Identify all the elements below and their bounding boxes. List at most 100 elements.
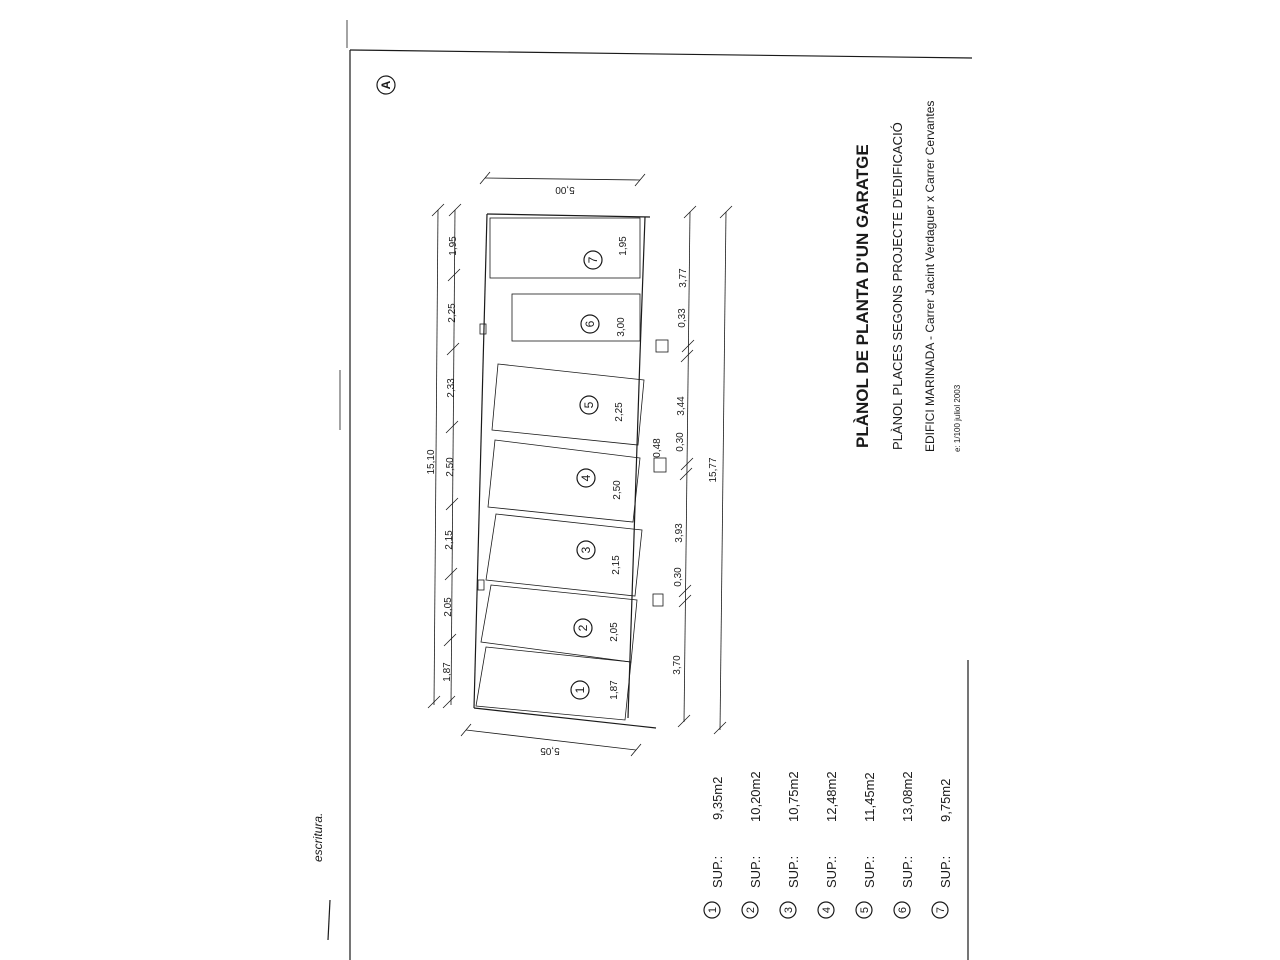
legend-area-5: 11,45m2 (862, 772, 877, 822)
legend-number-circle-1 (703, 901, 721, 919)
bottom-dim-5: 3,44 (676, 396, 687, 416)
plan-marker-letter: A (379, 80, 393, 89)
space-outline-4 (487, 439, 641, 523)
bottom-dim-4: 0,30 (675, 432, 686, 452)
legend-number-1: 1 (707, 907, 719, 913)
column-b (653, 457, 667, 473)
parking-space-5: 5 2,25 (491, 363, 645, 446)
plan-title: PLÀNOL DE PLANTA D'UN GARATGE (853, 144, 872, 448)
area-legend: 1 SUP.: 9,35m2 2 SUP.: 10,20m2 3 SUP.: 1… (703, 771, 953, 919)
top-chain-ticks (427, 203, 462, 709)
space-number-circle-5 (579, 395, 599, 415)
tick (680, 349, 694, 363)
plan-subtitle: PLÀNOL PLACES SEGONS PROJECTE D'EDIFICAC… (890, 122, 905, 450)
top-dim-2: 2,05 (443, 597, 454, 617)
depth-right-line (484, 177, 641, 181)
legend-number-circle-7 (931, 901, 949, 919)
building-address: EDIFICI MARINADA - Carrer Jacint Verdagu… (923, 101, 937, 452)
top-total: 15,10 (426, 449, 437, 474)
top-dim-1: 1,87 (442, 662, 453, 682)
space-width-7: 1,95 (618, 236, 629, 256)
tick (679, 467, 693, 481)
parking-space-3: 3 2,15 (485, 513, 643, 597)
tick (427, 695, 441, 709)
space-outline-1 (475, 646, 632, 721)
bottom-dim-3: 3,93 (674, 523, 685, 543)
space-number-circle-1 (570, 680, 590, 700)
legend-number-6: 6 (897, 907, 909, 913)
plan-marker-circle (376, 75, 396, 95)
top-chain-line (450, 209, 456, 706)
tick (431, 203, 445, 217)
tick (460, 723, 472, 737)
top-dim-4: 2,50 (445, 457, 456, 477)
space-width-2: 2,05 (609, 622, 620, 642)
tick (683, 205, 697, 219)
space-number-1: 1 (573, 686, 587, 693)
legend-area-2: 10,20m2 (748, 771, 763, 822)
legend-row-3: 3 SUP.: 10,75m2 (779, 771, 801, 919)
back-wall (473, 213, 488, 709)
tick (634, 173, 646, 187)
space-outline-2 (480, 584, 638, 663)
legend-prefix-3: SUP.: (786, 856, 801, 888)
depth-left: 5,05 (540, 745, 560, 756)
legend-row-6: 6 SUP.: 13,08m2 (893, 771, 915, 919)
legend-prefix-4: SUP.: (824, 856, 839, 888)
legend-prefix-1: SUP.: (710, 856, 725, 888)
bottom-chain-ticks (677, 205, 733, 735)
sheet-border-top (349, 49, 973, 59)
legend-number-4: 4 (821, 907, 833, 913)
top-dim-3: 2,15 (444, 530, 455, 550)
legend-prefix-2: SUP.: (748, 856, 763, 888)
space-number-2: 2 (576, 624, 590, 631)
legend-prefix-7: SUP.: (938, 856, 953, 888)
legend-prefix-5: SUP.: (862, 856, 877, 888)
handwritten-note: escritura. (311, 813, 325, 862)
space-width-4: 2,50 (612, 480, 623, 500)
parking-space-7: 7 1,95 (489, 217, 641, 279)
tick (479, 171, 491, 185)
parking-space-1: 1 1,87 (475, 646, 632, 721)
tick (677, 714, 691, 728)
bottom-total: 15,77 (708, 457, 719, 482)
legend-number-circle-5 (855, 901, 873, 919)
title-block: PLÀNOL DE PLANTA D'UN GARATGE PLÀNOL PLA… (853, 101, 962, 452)
legend-number-circle-6 (893, 901, 911, 919)
top-total-line (433, 209, 439, 706)
legend-area-3: 10,75m2 (786, 771, 801, 822)
space-number-7: 7 (586, 256, 600, 263)
bottom-total-line (719, 211, 727, 731)
parking-space-4: 4 2,50 (487, 439, 641, 523)
depth-right: 5,00 (555, 184, 575, 195)
depth-left-line (465, 729, 637, 751)
legend-area-7: 9,75m2 (938, 779, 953, 822)
legend-area-1: 9,35m2 (710, 777, 725, 820)
legend-number-2: 2 (745, 907, 757, 913)
space-width-1: 1,87 (609, 680, 620, 700)
tick (442, 695, 456, 709)
legend-number-7: 7 (935, 907, 947, 913)
garage-outline (473, 213, 657, 729)
tick (678, 594, 692, 608)
bottom-dim-1: 3,70 (672, 655, 683, 675)
edge-mark-bottom (327, 899, 331, 941)
tick (713, 721, 727, 735)
space-outline-6 (511, 293, 641, 342)
outline-front-upper (639, 216, 646, 356)
space-number-circle-7 (583, 250, 603, 270)
tick (681, 339, 695, 353)
parking-space-2: 2 2,05 (480, 584, 638, 663)
outline-bottom-end (473, 707, 657, 729)
tick (447, 268, 461, 282)
wall-niche-a (479, 323, 487, 335)
column-c (655, 339, 669, 353)
space-width-5: 2,25 (614, 402, 625, 422)
column-a (652, 593, 664, 607)
top-dim-5: 2,33 (446, 378, 457, 398)
legend-area-6: 13,08m2 (900, 771, 915, 822)
legend-row-4: 4 SUP.: 12,48m2 (817, 771, 839, 919)
bottom-dim-7: 3,77 (678, 268, 689, 288)
top-dim-7: 1,95 (448, 236, 459, 256)
